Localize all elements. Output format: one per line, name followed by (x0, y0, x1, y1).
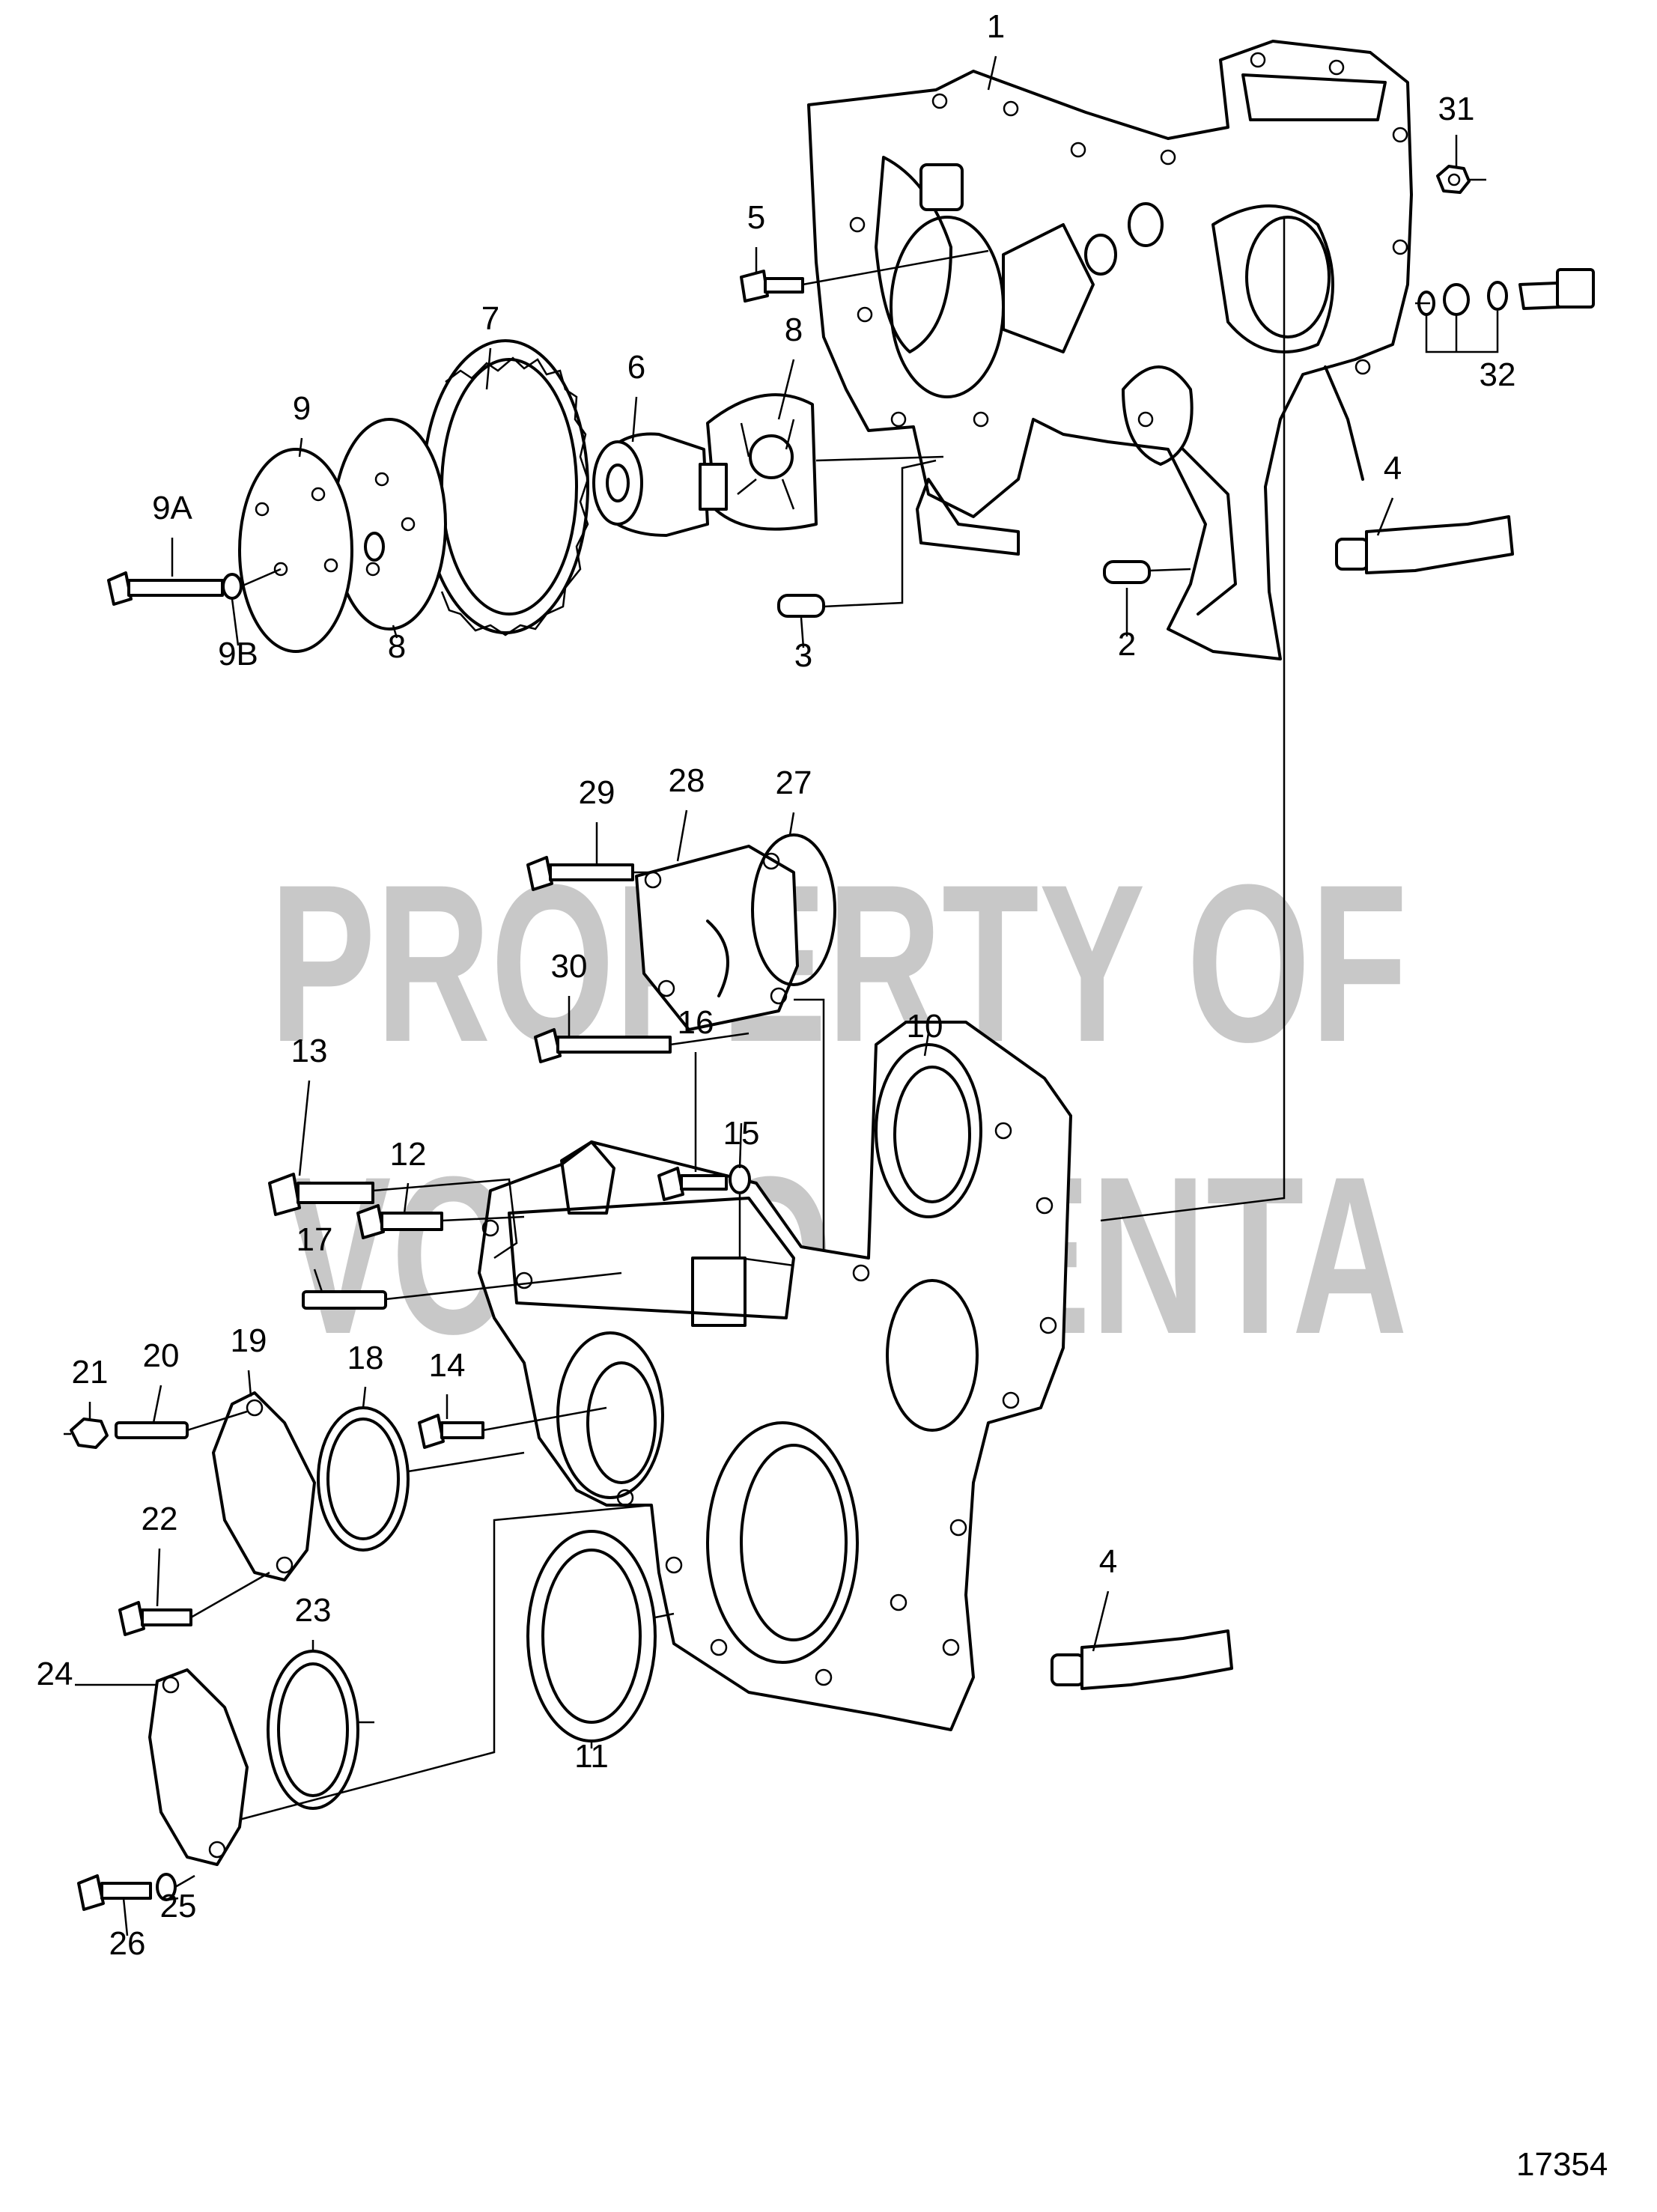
seal-11 (526, 1530, 675, 1742)
stud-20 (115, 1410, 248, 1439)
dowel-3 (777, 459, 937, 618)
leader-main-vertical (1100, 217, 1286, 1222)
callout-31: 31 (1438, 91, 1475, 127)
callout-7: 7 (481, 300, 499, 337)
watermark-line-1: PROPERTY OF (270, 837, 1408, 1089)
callout-4b: 4 (1099, 1543, 1117, 1580)
sealant-tube-4b (1051, 1629, 1233, 1690)
stud-17 (302, 1271, 622, 1310)
o-ring-27 (751, 833, 836, 986)
callout-4a: 4 (1384, 450, 1402, 487)
cover-plate-28 (635, 845, 799, 1031)
callout-8b: 8 (388, 628, 406, 665)
callout-13: 13 (291, 1033, 328, 1069)
callout-19: 19 (231, 1322, 267, 1359)
flange-8 (706, 393, 944, 531)
callout-24: 24 (37, 1656, 73, 1692)
figure-number: 17354 (1516, 2146, 1608, 2183)
callout-1: 1 (987, 8, 1005, 45)
o-ring-23 (267, 1650, 374, 1810)
callout-22: 22 (142, 1501, 178, 1537)
callout-27: 27 (776, 765, 812, 801)
sealant-tube-4a (1335, 515, 1514, 574)
callout-3: 3 (794, 637, 812, 674)
hub-6 (592, 432, 728, 537)
callout-20: 20 (143, 1337, 180, 1374)
callout-11: 11 (574, 1738, 609, 1775)
callout-10: 10 (907, 1008, 943, 1045)
bolt-13 (268, 1173, 518, 1260)
callout-23: 23 (295, 1592, 332, 1629)
nut-31 (1436, 165, 1486, 194)
dowel-2 (1103, 560, 1191, 584)
bolt-26-washer-25 (77, 1873, 195, 1911)
callout-12: 12 (390, 1136, 427, 1173)
plate-8b (332, 418, 447, 631)
cover-24 (148, 1668, 249, 1866)
sender-32 (1415, 268, 1595, 353)
bolt-5 (740, 249, 989, 303)
bolt-14 (418, 1406, 607, 1449)
bolt-22 (118, 1571, 270, 1636)
callout-9a: 9A (152, 490, 192, 526)
lower-timing-cover (478, 1021, 1072, 1731)
callout-5: 5 (747, 199, 765, 236)
callout-25: 25 (160, 1888, 197, 1924)
callout-26: 26 (109, 1925, 146, 1962)
callout-32: 32 (1480, 356, 1516, 393)
callout-leaders (75, 55, 1458, 1936)
callout-21: 21 (72, 1354, 109, 1391)
callout-29: 29 (579, 774, 615, 811)
bolt-29 (526, 856, 651, 891)
callout-16: 16 (678, 1004, 714, 1041)
callout-17: 17 (297, 1221, 333, 1258)
upper-timing-case (807, 40, 1413, 660)
bolt-12 (356, 1204, 525, 1239)
leader-cover-24 (239, 1504, 652, 1821)
callout-9b: 9B (218, 636, 258, 672)
cover-19 (212, 1391, 316, 1581)
callout-14: 14 (429, 1347, 466, 1384)
callout-30: 30 (551, 948, 588, 985)
callout-28: 28 (669, 762, 705, 799)
plate-9 (238, 448, 353, 653)
timing-gear-7 (422, 339, 589, 636)
callout-15: 15 (723, 1115, 760, 1152)
callout-9: 9 (293, 390, 311, 427)
callout-8a: 8 (785, 312, 803, 348)
callout-6: 6 (627, 349, 645, 386)
nut-21 (64, 1418, 109, 1449)
callout-2: 2 (1118, 626, 1136, 663)
bolt-9a (107, 568, 282, 606)
bolt-30 (534, 1028, 750, 1063)
callout-18: 18 (347, 1340, 384, 1376)
